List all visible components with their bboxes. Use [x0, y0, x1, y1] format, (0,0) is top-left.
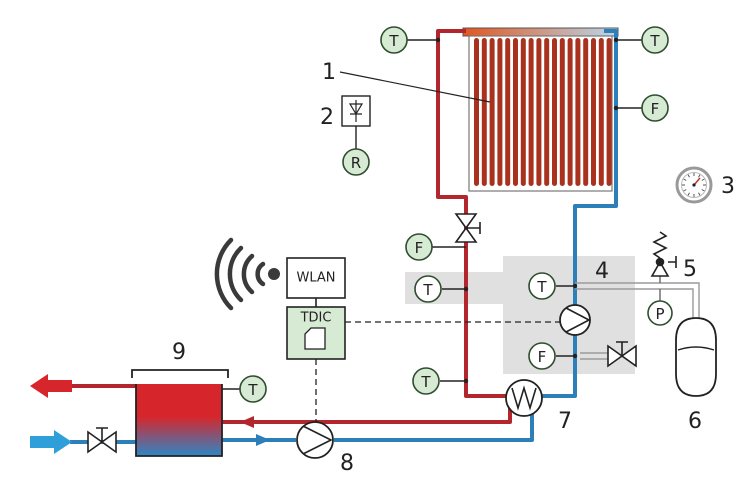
gauge-tick: [683, 189, 687, 192]
wlan-label: WLAN: [296, 271, 335, 286]
collector-tube: [552, 38, 557, 186]
collector-tube: [489, 38, 495, 186]
label-4: 4: [595, 259, 609, 284]
label-3: 3: [721, 174, 735, 199]
gauge-tick: [687, 174, 690, 178]
collector-tubes: [474, 38, 612, 186]
svg-text:F: F: [651, 100, 660, 118]
station-valve-icon: [607, 341, 637, 368]
tdic-label: TDIC: [300, 311, 332, 326]
sensor-f-hot: F: [405, 233, 433, 261]
collector-tube: [575, 38, 581, 186]
sensor-r-regulator: R: [342, 148, 370, 176]
label-7: 7: [558, 409, 572, 434]
hot-flow-arrow: [240, 416, 254, 428]
storage-tank: [131, 369, 229, 457]
hot-outlet-arrow-icon: [30, 374, 72, 398]
label-1-leader: [339, 71, 491, 103]
inlet-valve-icon: [87, 427, 117, 454]
collector-tube: [520, 38, 526, 186]
svg-text:P: P: [655, 305, 664, 323]
sensor-t-tank: T: [239, 375, 267, 403]
collector-tube: [536, 38, 542, 186]
collector-valve-icon: [454, 213, 481, 243]
svg-text:T: T: [420, 373, 431, 391]
svg-text:T: T: [247, 381, 258, 399]
sensor-t-hot: T: [414, 275, 442, 303]
svg-text:T: T: [422, 281, 433, 299]
hot-pipe-collector: [436, 29, 508, 398]
label-2: 2: [320, 105, 334, 130]
gauge-tick: [683, 178, 687, 181]
wifi-signal-icon: [214, 237, 266, 311]
cold-inlet-arrow-icon: [30, 430, 72, 454]
tank-pump-icon: [296, 421, 334, 459]
svg-text:R: R: [351, 154, 361, 172]
collector-tube: [528, 38, 534, 186]
gauge-tick: [698, 174, 701, 178]
regulator-symbol: [341, 95, 371, 127]
collector-tube: [591, 38, 596, 186]
gauge-tick: [698, 192, 701, 196]
tdic-controller: TDIC: [286, 306, 346, 360]
sensor-p-pressure: P: [647, 300, 673, 326]
sensor-t-collector-left: T: [380, 26, 408, 54]
sensor-t-collector-right: T: [641, 26, 669, 54]
collector-tube: [567, 38, 573, 186]
expansion-line: [575, 282, 700, 360]
sensor-t-hot-lower: T: [412, 367, 440, 395]
svg-text:F: F: [415, 239, 424, 257]
sensor-t-station: T: [528, 272, 556, 300]
collector-tube: [481, 38, 487, 186]
label-6: 6: [688, 409, 702, 434]
sensor-f-collector: F: [641, 94, 669, 122]
gauge-tick: [701, 178, 705, 181]
collector-tube: [544, 38, 550, 186]
safety-valve-icon: [650, 231, 677, 277]
collector-tube: [583, 38, 589, 186]
svg-text:T: T: [536, 278, 547, 296]
collector-tube: [505, 38, 511, 186]
heat-exchanger-icon: [505, 379, 543, 417]
hot-pipe-tank: [222, 402, 512, 424]
svg-text:T: T: [388, 32, 399, 50]
wifi-source-dot: [268, 268, 280, 280]
label-9: 9: [172, 340, 186, 365]
svg-text:F: F: [538, 348, 547, 366]
label-1: 1: [322, 60, 336, 85]
cold-pipe-collector: [540, 29, 618, 398]
svg-text:T: T: [649, 32, 660, 50]
label-8: 8: [340, 451, 354, 476]
sensor-f-station: F: [528, 342, 556, 370]
gauge-tick: [701, 189, 705, 192]
collector-tube: [559, 38, 565, 186]
collector-tube: [474, 38, 479, 186]
collector-tube: [513, 38, 518, 186]
collector-tube: [606, 38, 612, 186]
label-5: 5: [683, 257, 697, 282]
pressure-gauge-icon: [675, 166, 713, 204]
collector-tube: [598, 38, 604, 186]
cold-pipe-tank: [222, 410, 534, 442]
gauge-tick: [687, 192, 690, 196]
collector-tube: [497, 38, 503, 186]
cold-flow-arrow: [256, 434, 270, 446]
expansion-vessel-icon: [675, 317, 717, 397]
station-pump-icon: [559, 304, 591, 336]
solar-collector: [462, 27, 619, 192]
